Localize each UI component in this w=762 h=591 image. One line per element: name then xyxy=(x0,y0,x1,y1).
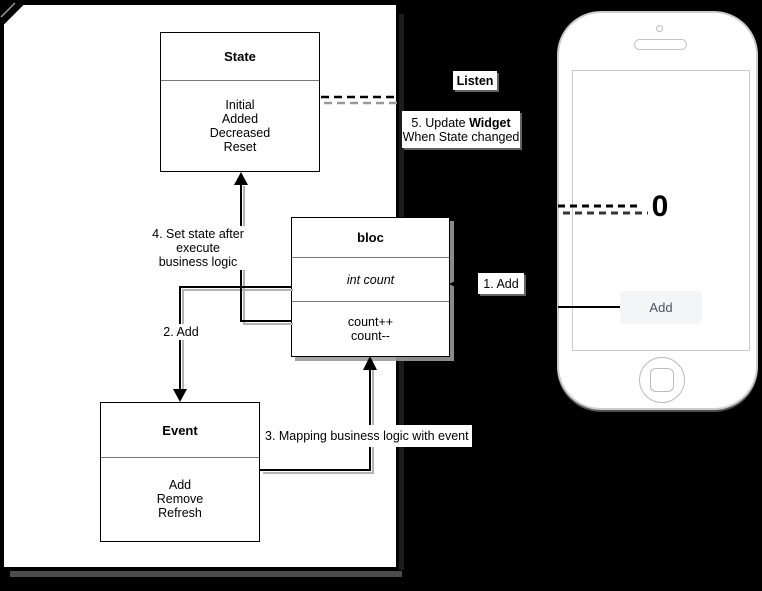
state-item: Decreased xyxy=(209,126,271,140)
counter-value: 0 xyxy=(651,190,669,223)
event-box: Event Add Remove Refresh xyxy=(100,402,260,542)
state-box: State Initial Added Decreased Reset xyxy=(160,32,320,172)
bloc-box-field: int count xyxy=(292,258,449,302)
arrow-event-to-bloc xyxy=(260,368,371,471)
bloc-box: bloc int count count++ count-- xyxy=(291,217,450,357)
arrowhead-up-icon xyxy=(363,356,377,370)
state-item: Initial xyxy=(225,98,255,112)
state-box-title: State xyxy=(161,33,319,81)
event-item: Remove xyxy=(156,492,204,506)
bloc-method: count++ xyxy=(347,314,394,329)
label-step5: 5. Update Widget When State changed xyxy=(402,111,520,148)
event-item: Refresh xyxy=(158,506,202,520)
bloc-box-title: bloc xyxy=(292,218,449,258)
home-button-square-icon xyxy=(650,368,674,392)
phone-camera-icon xyxy=(656,25,663,32)
add-button[interactable]: Add xyxy=(620,291,702,324)
container-bottom-shadow xyxy=(10,571,402,577)
arrowhead-down-icon xyxy=(173,389,187,402)
corner-fold-line xyxy=(0,2,16,18)
bloc-method: count-- xyxy=(351,328,390,343)
arrowhead-left-icon xyxy=(449,277,464,291)
label-step3: 3. Mapping business logic with event xyxy=(262,425,472,447)
state-item: Reset xyxy=(223,140,257,154)
event-item: Add xyxy=(168,478,192,492)
event-box-title: Event xyxy=(101,403,259,458)
label-step4: 4. Set state after execute business logi… xyxy=(128,226,268,270)
bloc-box-methods: count++ count-- xyxy=(292,302,449,355)
label-listen: Listen xyxy=(453,71,497,90)
event-box-items: Add Remove Refresh xyxy=(101,458,259,540)
label-step2: 2. Add xyxy=(150,324,212,340)
state-box-items: Initial Added Decreased Reset xyxy=(161,81,319,171)
label-step1: 1. Add xyxy=(478,273,524,294)
arrowhead-up-icon xyxy=(234,172,248,185)
home-button-icon xyxy=(639,357,685,403)
state-item: Added xyxy=(221,112,259,126)
phone-speaker-icon xyxy=(634,39,687,50)
